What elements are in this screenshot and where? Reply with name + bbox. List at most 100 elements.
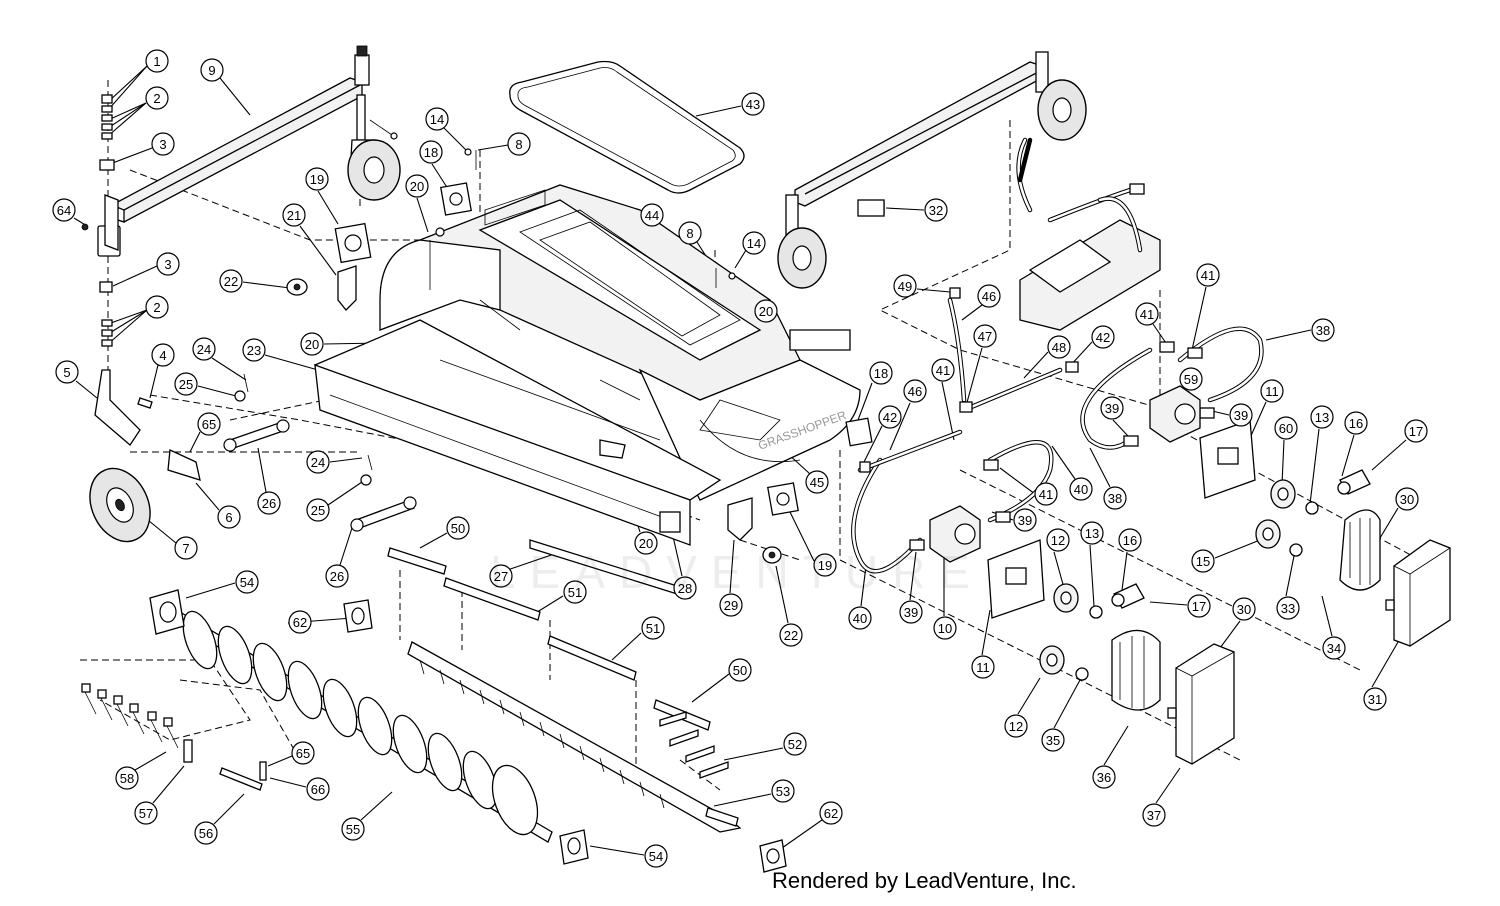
callout-47: 47 — [973, 324, 997, 348]
callout-circle — [1091, 325, 1115, 349]
callout-number: 41 — [1140, 307, 1154, 322]
callout-circle — [640, 203, 664, 227]
callout-12: 12 — [1004, 714, 1028, 738]
callout-28: 28 — [673, 576, 697, 600]
callout-circle — [741, 92, 765, 116]
callout-38: 38 — [1103, 486, 1127, 510]
callout-42: 42 — [878, 405, 902, 429]
callout-number: 66 — [311, 782, 325, 797]
callout-number: 3 — [159, 137, 166, 152]
callout-22: 22 — [779, 623, 803, 647]
callout-18: 18 — [869, 361, 893, 385]
callout-number: 44 — [645, 208, 659, 223]
hydraulic-hoses — [851, 137, 1264, 574]
callout-number: 56 — [199, 826, 213, 841]
auger-roll — [149, 589, 787, 873]
callout-51: 51 — [641, 616, 665, 640]
callout-14: 14 — [425, 107, 449, 131]
callout-20: 20 — [754, 299, 778, 323]
callout-27: 27 — [489, 564, 513, 588]
callout-number: 49 — [898, 279, 912, 294]
callout-54: 54 — [235, 570, 259, 594]
callout-42: 42 — [1091, 325, 1115, 349]
callout-number: 43 — [746, 97, 760, 112]
callout-53: 53 — [771, 779, 795, 803]
callout-number: 39 — [904, 605, 918, 620]
callout-number: 50 — [451, 521, 465, 536]
callout-circle — [673, 576, 697, 600]
callout-number: 12 — [1009, 719, 1023, 734]
callout-number: 59 — [1184, 372, 1198, 387]
callout-number: 19 — [818, 558, 832, 573]
callout-number: 27 — [494, 569, 508, 584]
callout-11: 11 — [1260, 379, 1284, 403]
left-transport-arm — [104, 45, 401, 251]
callout-number: 58 — [120, 771, 134, 786]
belt-guards — [1167, 539, 1451, 765]
callout-circle — [644, 844, 668, 868]
right-transport-arm — [777, 51, 1087, 289]
callout-circle — [306, 777, 330, 801]
callout-circle — [306, 498, 330, 522]
callout-circle — [754, 299, 778, 323]
callout-number: 62 — [824, 806, 838, 821]
callout-number: 2 — [153, 300, 160, 315]
callout-number: 54 — [649, 849, 663, 864]
callout-circle — [728, 658, 752, 682]
callout-circle — [1046, 528, 1070, 552]
callout-number: 35 — [1046, 733, 1060, 748]
callout-35: 35 — [1041, 728, 1065, 752]
callout-circle — [257, 491, 281, 515]
callout-circle — [192, 337, 216, 361]
callout-circle — [1232, 597, 1256, 621]
callout-circle — [1069, 477, 1093, 501]
callout-number: 22 — [784, 628, 798, 643]
callout-circle — [1191, 549, 1215, 573]
callout-number: 17 — [1192, 599, 1206, 614]
callout-number: 52 — [788, 737, 802, 752]
callout-46: 46 — [903, 379, 927, 403]
callout-circle — [405, 174, 429, 198]
callout-64: 64 — [52, 198, 76, 222]
callout-number: 6 — [225, 510, 232, 525]
callout-number: 17 — [1409, 424, 1423, 439]
callout-39: 39 — [1100, 396, 1124, 420]
rendered-by-credit: Rendered by LeadVenture, Inc. — [772, 868, 1077, 893]
callout-circle — [145, 49, 169, 73]
callout-circle — [971, 655, 995, 679]
callout-circle — [1047, 335, 1071, 359]
callout-circle — [1322, 636, 1346, 660]
callout-number: 20 — [410, 179, 424, 194]
callout-number: 3 — [164, 257, 171, 272]
callout-number: 45 — [810, 475, 824, 490]
callout-13: 13 — [1080, 521, 1104, 545]
callout-number: 53 — [776, 784, 790, 799]
callout-circle — [1080, 521, 1104, 545]
callout-23: 23 — [242, 338, 266, 362]
housing-plates — [313, 299, 722, 599]
callout-14: 14 — [742, 231, 766, 255]
callout-number: 54 — [240, 575, 254, 590]
flail-blades — [81, 683, 267, 791]
callout-62: 62 — [819, 801, 843, 825]
callout-36: 36 — [1092, 765, 1116, 789]
callout-number: 65 — [296, 746, 310, 761]
callout-circle — [719, 593, 743, 617]
callout-circle — [489, 564, 513, 588]
callout-circle — [819, 801, 843, 825]
callout-1: 1 — [145, 49, 169, 73]
callout-number: 30 — [1400, 492, 1414, 507]
callout-number: 8 — [686, 226, 693, 241]
callout-9: 9 — [200, 58, 224, 82]
scraper-bars — [387, 547, 742, 833]
callout-number: 46 — [908, 384, 922, 399]
callout-30: 30 — [1232, 597, 1256, 621]
callout-circle — [1100, 396, 1124, 420]
callout-circle — [878, 405, 902, 429]
callout-number: 24 — [311, 455, 325, 470]
callout-44: 44 — [640, 203, 664, 227]
callout-52: 52 — [783, 732, 807, 756]
callout-24: 24 — [306, 450, 330, 474]
callout-circle — [242, 338, 266, 362]
callout-13: 13 — [1310, 405, 1334, 429]
